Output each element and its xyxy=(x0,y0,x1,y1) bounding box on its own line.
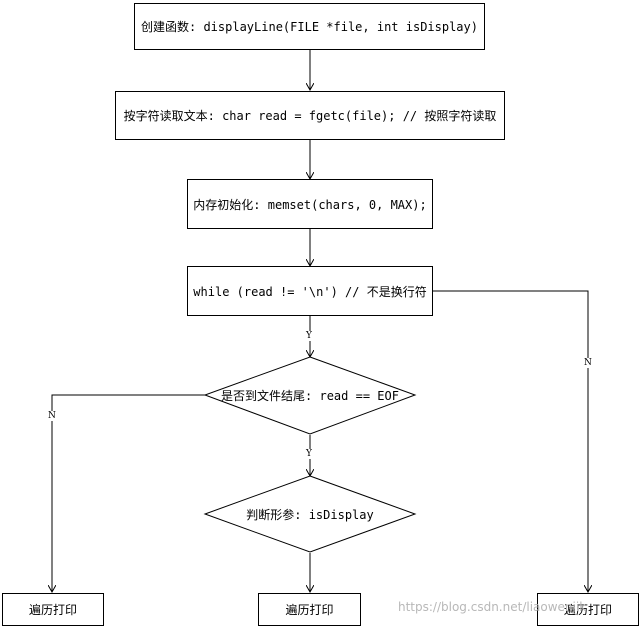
watermark: https://blog.csdn.net/liaowenjik xyxy=(398,600,587,614)
decision-diamond-check xyxy=(203,475,417,553)
arrow-eof-no-to-print-left xyxy=(52,394,205,592)
process-print-left: 遍历打印 xyxy=(2,593,104,626)
edge-label-while-yes: Y xyxy=(305,331,313,341)
decision-diamond-eof xyxy=(203,356,417,435)
decision-eof-label: 是否到文件结尾: read == EOF xyxy=(221,388,399,403)
decision-check-param-label: 判断形参: isDisplay xyxy=(246,507,374,522)
edge-label-while-no: N xyxy=(583,358,593,368)
process-memset: 内存初始化: memset(chars, 0, MAX); xyxy=(187,179,433,229)
process-print-right: 遍历打印 xyxy=(537,593,639,626)
arrow-while-no-to-print-right xyxy=(432,290,588,592)
edge-label-eof-no: N xyxy=(47,411,57,421)
process-create-function: 创建函数: displayLine(FILE *file, int isDisp… xyxy=(134,3,485,50)
process-print-mid: 遍历打印 xyxy=(258,593,361,626)
process-read-char: 按字符读取文本: char read = fgetc(file); // 按照字… xyxy=(115,91,505,140)
loop-while-not-newline: while (read != '\n') // 不是换行符 xyxy=(187,266,433,316)
edge-label-eof-yes: Y xyxy=(305,449,313,459)
